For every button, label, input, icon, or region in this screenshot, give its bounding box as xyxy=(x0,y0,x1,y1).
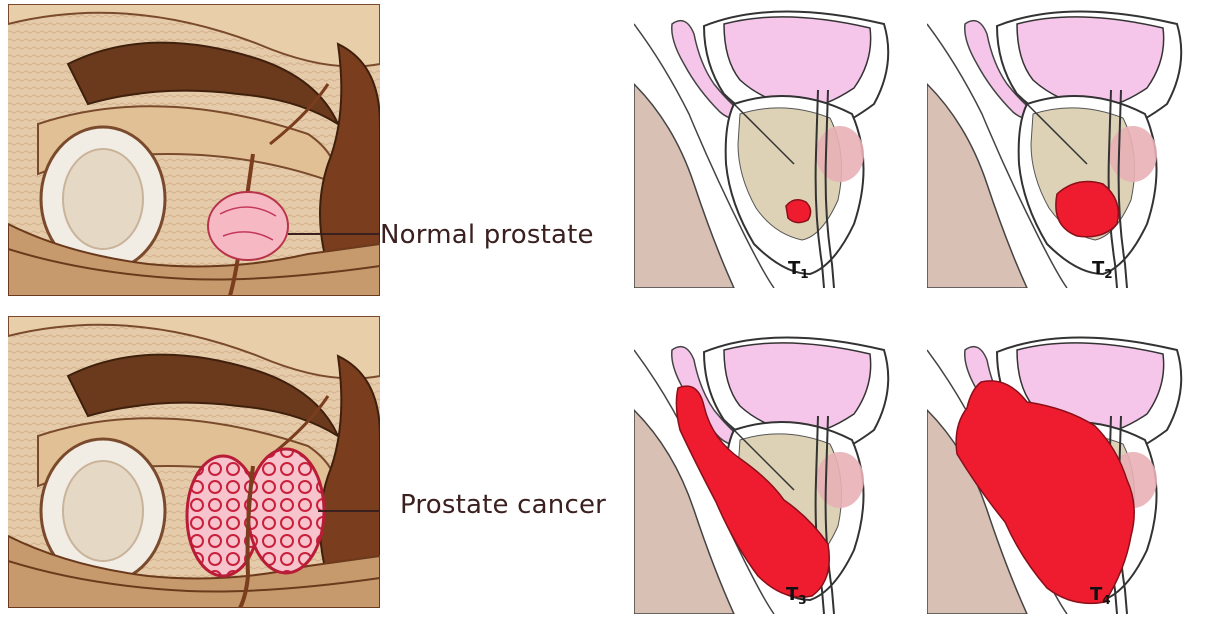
normal-prostate-gland xyxy=(208,192,288,260)
stage-t3-label: T3 xyxy=(786,584,807,607)
stage-t3-diagram xyxy=(634,330,918,614)
prostate-central-zone xyxy=(816,126,864,182)
prostate-cancer-label: Prostate cancer xyxy=(400,490,606,520)
prostate-cancer-illustration xyxy=(8,316,380,608)
tumor-t2 xyxy=(1056,182,1119,237)
pelvic-bone xyxy=(634,84,734,288)
stage-t1-diagram xyxy=(634,4,918,288)
stage-t4-label: T4 xyxy=(1090,584,1111,607)
stage-t4-diagram xyxy=(927,330,1211,614)
stage-t2-label: T2 xyxy=(1092,258,1113,281)
prostate-central-zone xyxy=(816,452,864,508)
stage-t1-label: T1 xyxy=(788,258,809,281)
normal-prostate-label: Normal prostate xyxy=(380,220,594,250)
tumor-t1 xyxy=(786,200,811,223)
stage-t2-diagram xyxy=(927,4,1211,288)
normal-prostate-illustration xyxy=(8,4,380,296)
cancer-gland-right-lobe xyxy=(248,449,324,573)
pelvic-bone xyxy=(927,84,1027,288)
prostate-central-zone xyxy=(1109,126,1157,182)
